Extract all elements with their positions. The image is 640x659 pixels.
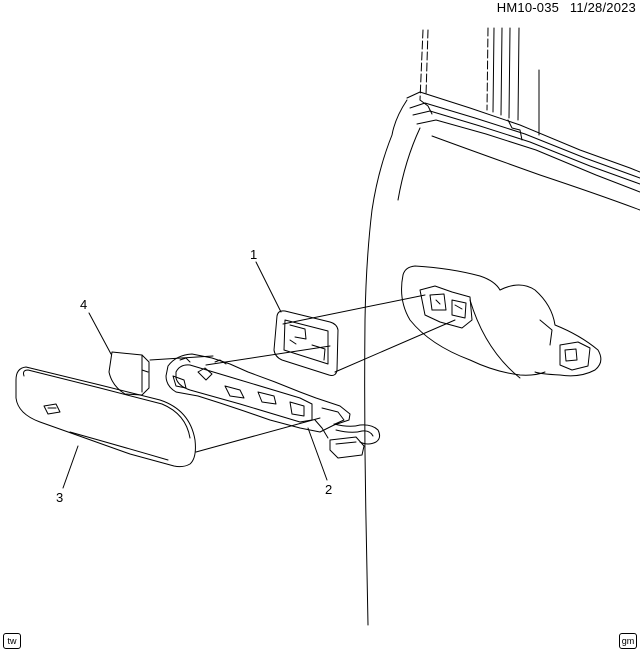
outside-handle-part xyxy=(15,366,196,468)
bezel-part xyxy=(273,310,339,376)
assembly-guide-lines xyxy=(149,294,456,453)
diagram-date: 11/28/2023 xyxy=(569,0,636,15)
tw-icon: tw xyxy=(3,633,21,649)
callout-4: 4 xyxy=(80,297,87,312)
leader-line-4 xyxy=(88,312,112,355)
callout-3: 3 xyxy=(56,490,63,505)
diagram-code: HM10-035 xyxy=(496,0,560,15)
handle-mechanism-part xyxy=(165,353,381,459)
diagram-header: HM10-035 11/28/2023 xyxy=(490,0,636,15)
leader-line-2 xyxy=(307,427,328,481)
leader-line-3 xyxy=(62,445,79,489)
callout-2: 2 xyxy=(325,482,332,497)
leader-line-1 xyxy=(255,261,282,313)
callout-1: 1 xyxy=(250,247,257,262)
door-panel xyxy=(364,27,640,626)
gm-icon: gm xyxy=(619,633,637,649)
door-handle-pocket xyxy=(401,265,602,379)
